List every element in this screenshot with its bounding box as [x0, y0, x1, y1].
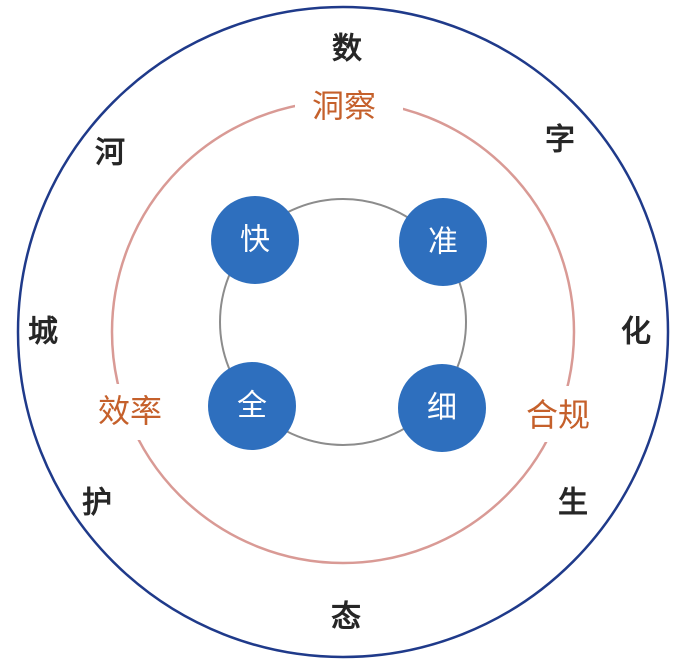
node-top-left-circle [211, 196, 299, 284]
middle-ring-gap-left [92, 384, 176, 440]
middle-ring-gap-top [295, 84, 403, 130]
outer-ring [16, 5, 670, 659]
node-bottom-left: 全 [208, 362, 296, 450]
middle-label-top: 洞察 [312, 87, 376, 125]
node-bottom-left-label: 全 [237, 389, 267, 424]
outer-char-bottom-left: 护 [82, 486, 112, 521]
inner-ring [219, 198, 467, 446]
node-bottom-right-circle [398, 364, 486, 452]
node-top-right-circle [399, 198, 487, 286]
middle-ring-gap-right [518, 386, 602, 442]
node-bottom-right: 细 [398, 364, 486, 452]
node-top-right: 准 [399, 198, 487, 286]
middle-label-left: 效率 [98, 392, 162, 430]
outer-char-right: 化 [621, 315, 651, 350]
outer-char-top-left: 河 [95, 136, 125, 171]
middle-label-right: 合规 [526, 396, 590, 434]
node-top-right-label: 准 [428, 225, 458, 260]
node-bottom-right-label: 细 [427, 391, 457, 426]
outer-char-top: 数 [332, 32, 363, 67]
outer-char-bottom-right: 生 [558, 486, 588, 521]
node-top-left-label: 快 [240, 223, 270, 258]
outer-char-bottom: 态 [331, 600, 361, 635]
outer-char-top-right: 字 [545, 123, 575, 158]
middle-ring [110, 99, 576, 565]
node-bottom-left-circle [208, 362, 296, 450]
node-top-left: 快 [211, 196, 299, 284]
outer-char-left: 城 [28, 315, 58, 350]
